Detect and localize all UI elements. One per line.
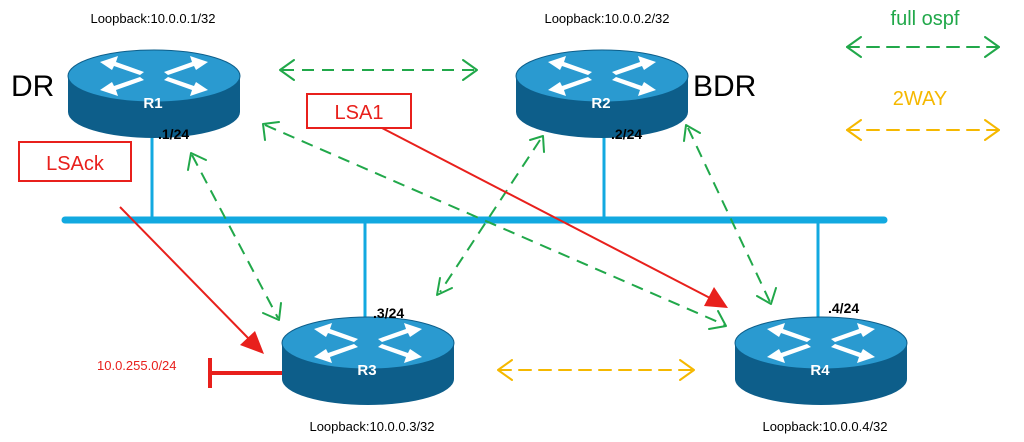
r1-loopback: Loopback:10.0.0.1/32 <box>90 11 215 26</box>
lsa-message-arrows <box>119 127 728 354</box>
r3-router-arrows-icon <box>314 323 422 363</box>
r2-loopback: Loopback:10.0.0.2/32 <box>544 11 669 26</box>
r1-r4-full-link <box>264 124 726 326</box>
r1-r3-full-link <box>191 154 279 319</box>
lsa1-label: LSA1 <box>335 102 384 124</box>
lsack-label: LSAck <box>46 153 105 175</box>
r1-label: R1 <box>143 95 162 112</box>
full-adjacency-arrowheads <box>187 59 777 330</box>
r2-router-arrows-icon <box>548 56 656 96</box>
router-r2[interactable] <box>515 49 689 138</box>
lsack-arrow <box>119 206 251 341</box>
r2-role: BDR <box>693 70 756 103</box>
legend-twoway-label: 2WAY <box>893 88 947 110</box>
full-adjacency-links <box>191 69 771 326</box>
router-r3[interactable] <box>281 316 455 405</box>
router-r1[interactable] <box>67 49 241 138</box>
r3-loopback: Loopback:10.0.0.3/32 <box>309 419 434 434</box>
r3-label: R3 <box>357 362 376 379</box>
r4-loopback: Loopback:10.0.0.4/32 <box>762 419 887 434</box>
r4-ip: .4/24 <box>828 300 859 316</box>
r1-ip: .1/24 <box>158 126 189 142</box>
legend-twoway-arrow <box>846 119 1000 141</box>
twoway-adjacency-link <box>497 359 695 381</box>
r1-role: DR <box>11 70 54 103</box>
legend: full ospf 2WAY <box>846 8 1000 141</box>
r1-router-arrows-icon <box>100 56 208 96</box>
r4-router-arrows-icon <box>767 323 875 363</box>
r2-r3-full-link <box>439 139 541 293</box>
lsack-box: LSAck <box>18 141 132 182</box>
r2-r4-full-link <box>687 127 771 303</box>
r4-label: R4 <box>810 362 830 379</box>
stub-network: 10.0.255.0/24 <box>97 358 283 388</box>
legend-full-arrow <box>846 36 1000 58</box>
stub-network-label: 10.0.255.0/24 <box>97 358 177 373</box>
r2-label: R2 <box>591 95 610 112</box>
router-r4[interactable] <box>734 316 908 405</box>
lsa1-box: LSA1 <box>306 93 412 129</box>
r3-ip: .3/24 <box>373 305 404 321</box>
r2-ip: .2/24 <box>611 126 642 142</box>
legend-full-label: full ospf <box>891 8 960 30</box>
lsa1-arrow <box>381 127 711 299</box>
